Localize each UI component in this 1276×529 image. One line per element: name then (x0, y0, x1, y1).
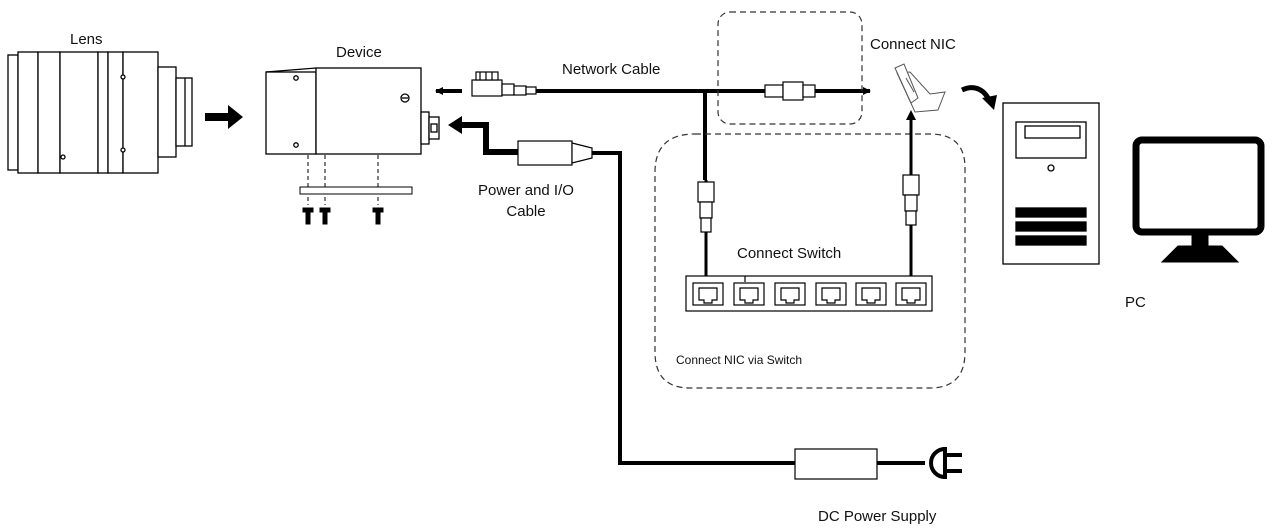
switch-right-cable (902, 118, 920, 278)
power-plug-icon (929, 447, 962, 479)
switch-dashed-box (654, 133, 966, 389)
switch-left-cable (697, 180, 715, 278)
monitor-icon (1132, 136, 1265, 263)
network-cable-label: Network Cable (562, 61, 661, 78)
power-io-connector-icon (517, 140, 593, 166)
device-camera-icon (265, 67, 440, 155)
nic-card-icon (894, 63, 946, 113)
rj45-plug-icon (471, 71, 537, 97)
power-io-cable-label: Power and I/O Cable (462, 180, 590, 222)
connect-nic-label: Connect NIC (870, 36, 956, 53)
pc-tower-icon (1002, 102, 1100, 265)
mounting-screws (299, 155, 413, 225)
device-label: Device (336, 44, 382, 61)
power-io-cable-line (592, 151, 795, 465)
power-io-label-line2: Cable (506, 203, 546, 220)
network-switch-icon (685, 275, 933, 312)
connect-nic-via-switch-label: Connect NIC via Switch (676, 353, 803, 367)
connect-switch-label: Connect Switch (737, 245, 842, 262)
lens-icon (7, 51, 193, 174)
power-io-label-line1: Power and I/O (478, 182, 574, 199)
lens-to-device-arrow (205, 105, 243, 129)
connect-nic-dashed-box (717, 11, 863, 125)
pc-label: PC (1125, 294, 1146, 311)
inline-connector-icon (764, 81, 816, 101)
lens-label: Lens (70, 31, 103, 48)
dc-power-supply-label: DC Power Supply (818, 508, 937, 525)
dc-power-adapter-icon (794, 448, 878, 480)
power-io-cable-arrow (458, 122, 518, 155)
